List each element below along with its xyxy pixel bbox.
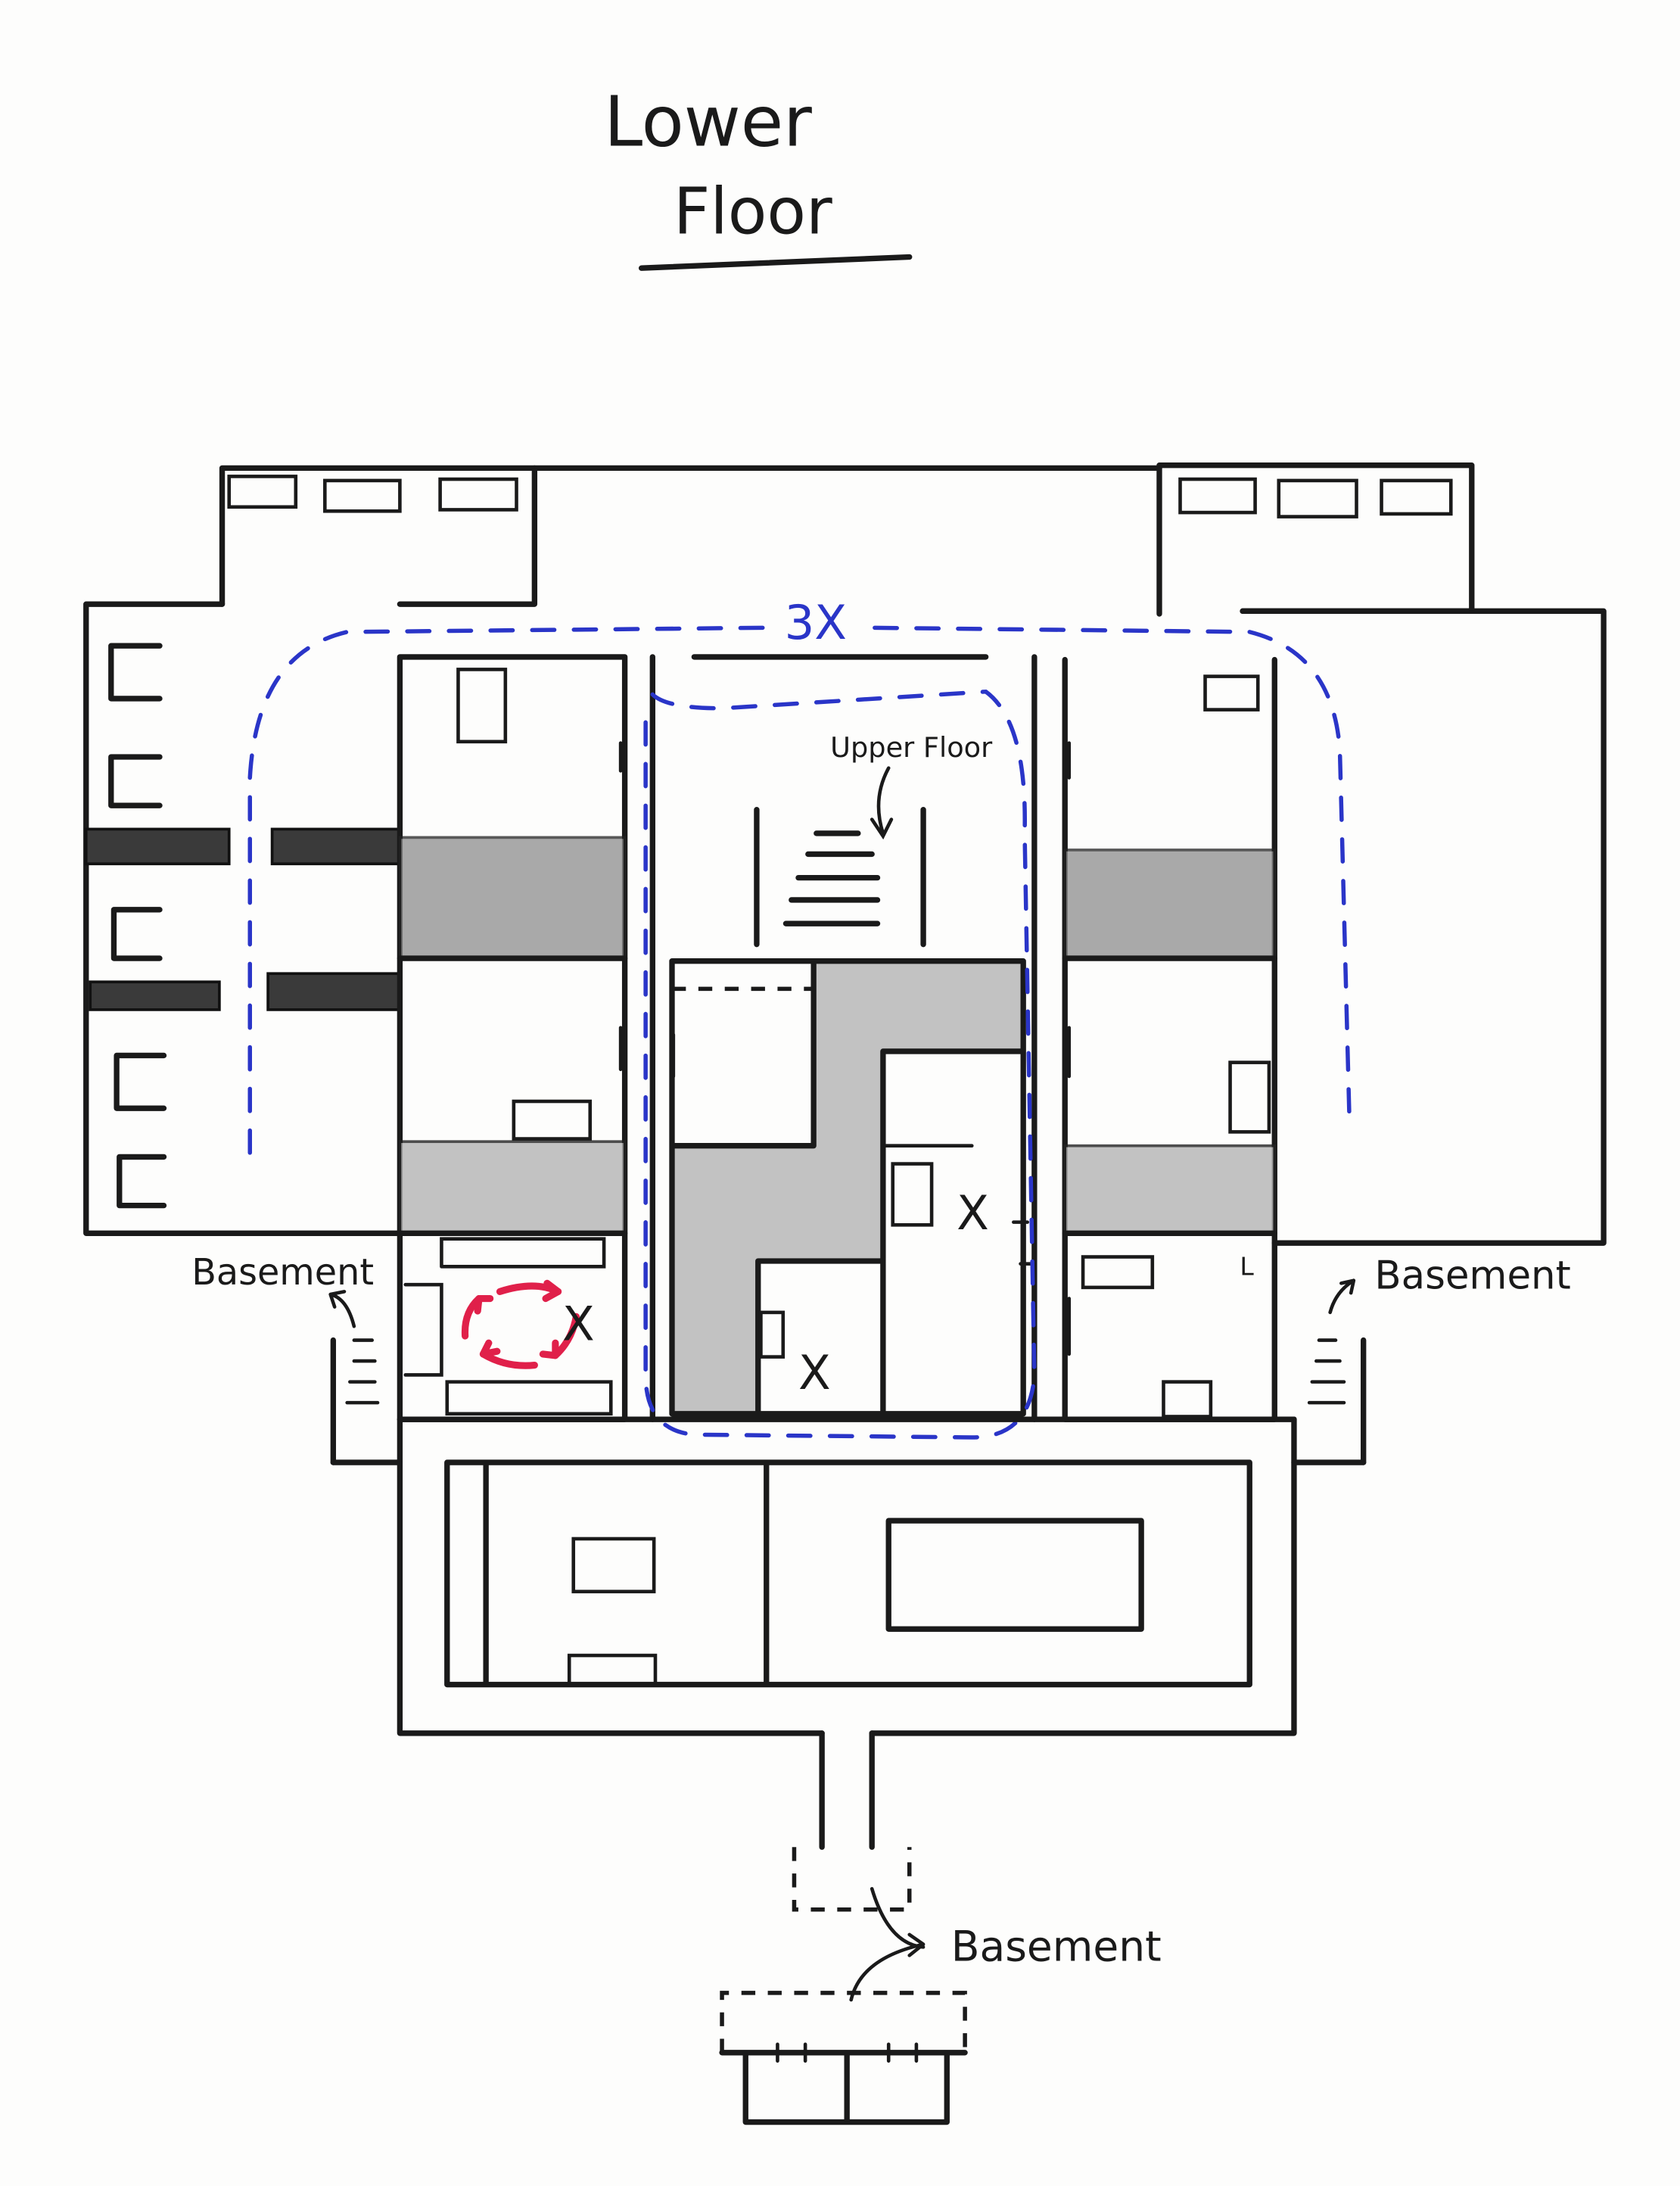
- entrance: [719, 1730, 968, 2125]
- mark-x-center-right: X: [957, 1185, 989, 1241]
- basement-label-bottom: Basement: [951, 1923, 1162, 1971]
- left-room-column: [397, 654, 628, 1422]
- right-room-column: L: [1062, 656, 1277, 1422]
- center-section: [649, 654, 1038, 1422]
- upper-floor-arrow: [870, 766, 894, 840]
- rotation-arrows: [461, 1279, 580, 1369]
- repeat-count-label: 3X: [785, 595, 847, 650]
- basement-label-right: Basement: [1374, 1253, 1570, 1299]
- left-wing: [83, 601, 403, 1236]
- upper-floor-label: Upper Floor: [830, 731, 993, 764]
- mark-x-center-left: X: [798, 1345, 831, 1400]
- basement-stairs-left: [330, 1337, 403, 1465]
- basement-arrow-right: [1328, 1278, 1356, 1315]
- basement-stairs-right: [1291, 1337, 1367, 1465]
- title-lower: Lower: [604, 82, 812, 163]
- top-right-block: [1156, 462, 1475, 617]
- top-left-block: [219, 465, 538, 607]
- repeat-outline: [247, 625, 1352, 1440]
- title-floor: Floor: [674, 174, 832, 248]
- mark-x-left: X: [562, 1297, 595, 1352]
- stairs: [782, 830, 881, 926]
- mark-l: L: [1240, 1251, 1254, 1281]
- title-underline: [638, 254, 913, 271]
- basement-arrow-left: [328, 1290, 356, 1328]
- right-wing: [1240, 608, 1607, 1246]
- lower-block: [330, 1416, 1367, 1736]
- basement-label-left: Basement: [191, 1252, 374, 1294]
- basement-arrow-bottom: [849, 1886, 926, 2002]
